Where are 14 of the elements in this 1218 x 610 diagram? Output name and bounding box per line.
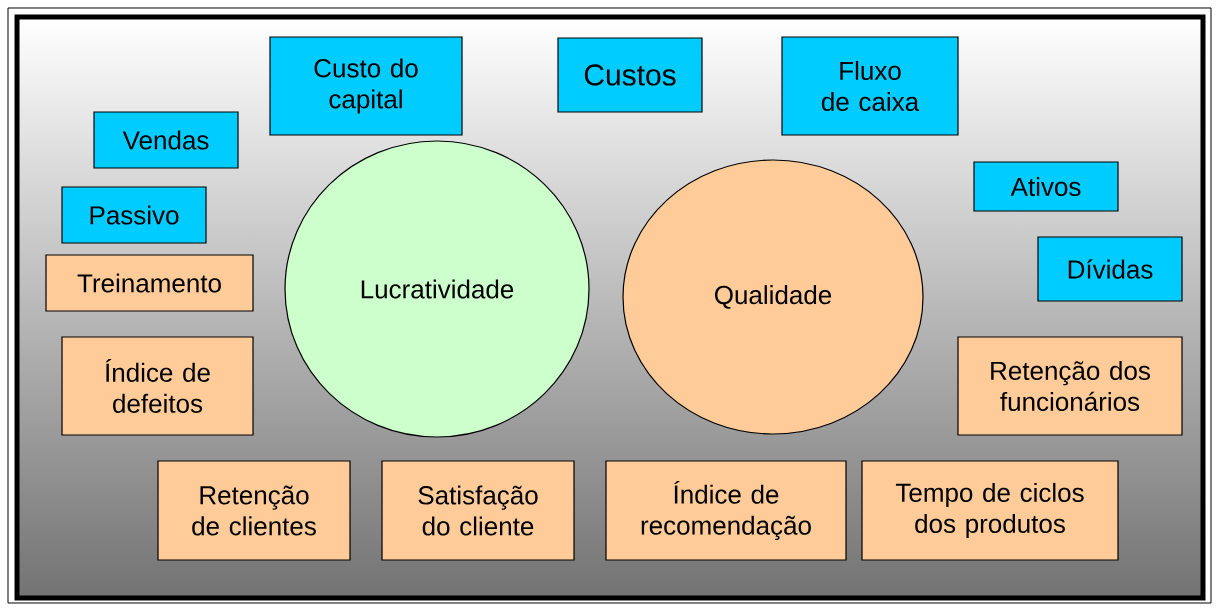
label-box: Índice de defeitos <box>61 336 254 436</box>
label-box: Custos <box>557 37 703 113</box>
label-box: Retenção dos funcionários <box>957 336 1183 436</box>
label-box: Custo do capital <box>269 36 463 136</box>
label-box: Retenção de clientes <box>157 460 351 561</box>
label-box: Tempo de ciclos dos produtos <box>861 460 1119 561</box>
label-box: Satisfação do cliente <box>381 460 575 561</box>
label-box: Dívidas <box>1037 236 1183 302</box>
label-box: Vendas <box>93 111 239 169</box>
label-box: Índice de recomendação <box>605 460 847 561</box>
label-box: Treinamento <box>45 254 254 312</box>
label-box: Fluxo de caixa <box>781 36 959 136</box>
label-box: Passivo <box>61 186 207 244</box>
label-box: Ativos <box>973 161 1119 212</box>
